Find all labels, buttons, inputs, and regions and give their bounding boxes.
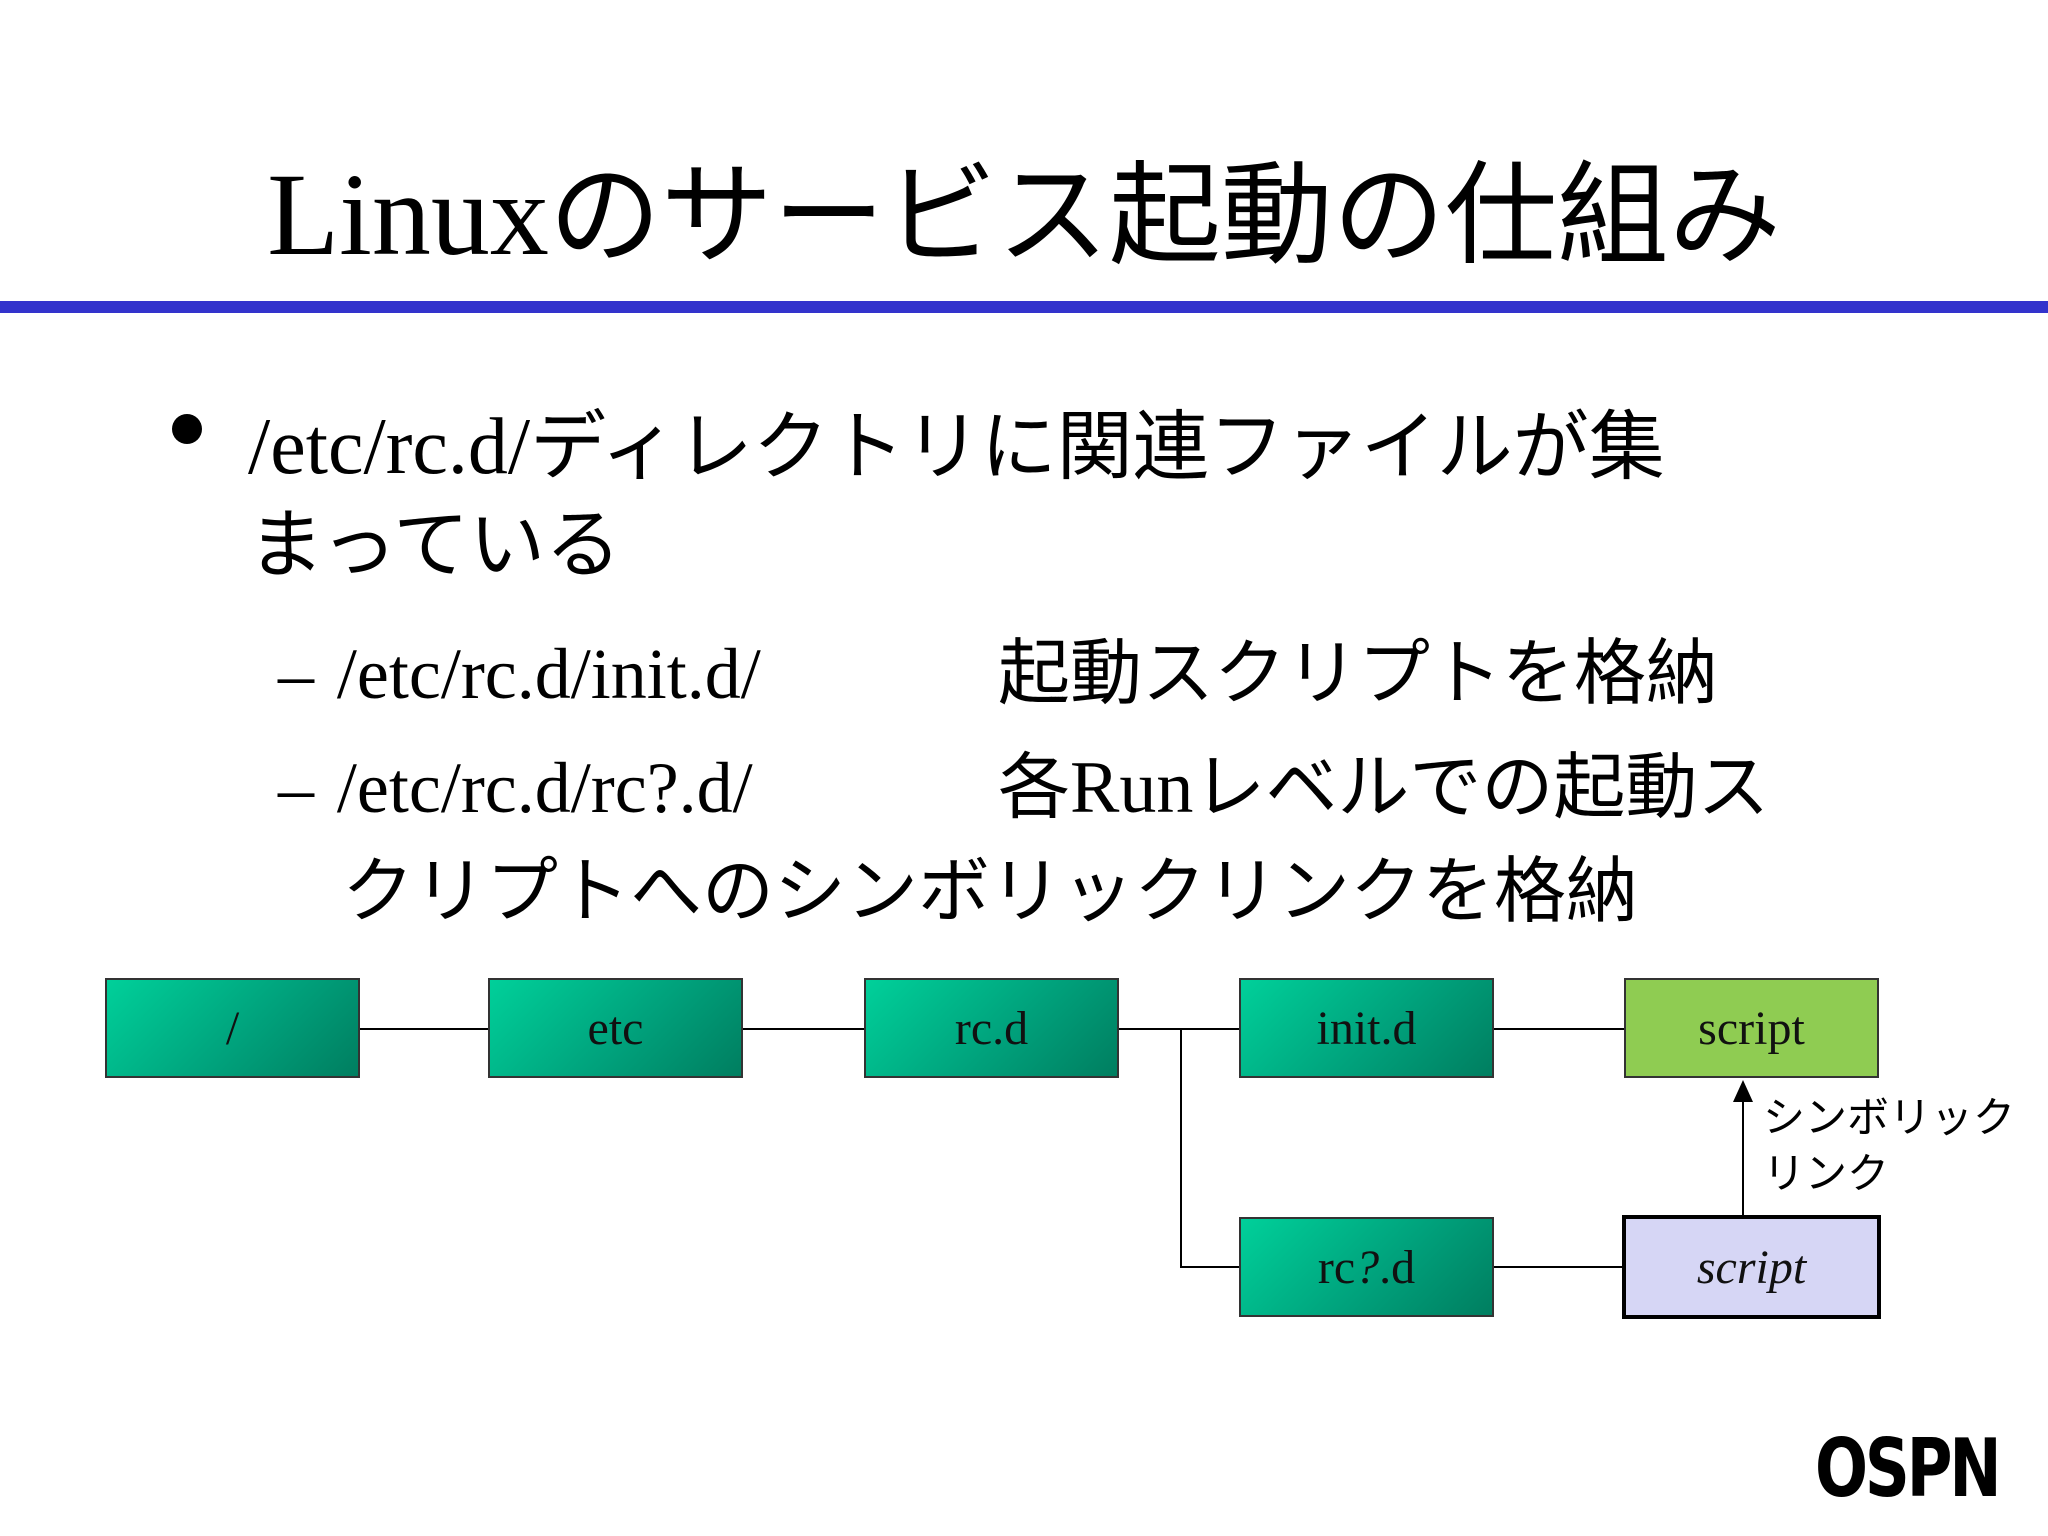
node-initd: init.d [1239,978,1494,1078]
node-script: script [1624,978,1879,1078]
bullet-line1-jp: ディレクトリに関連ファイルが集 [530,402,1665,491]
connector-rcd-initd [1119,1028,1239,1030]
title-divider [0,301,2048,313]
subitem-desc-jp: 各 [998,745,1071,829]
ospn-logo: OSPN [1815,1422,2002,1515]
connector-root-etc [360,1028,488,1030]
subitem-desc-jp: 起動スクリプトを格納 [998,631,1719,715]
subitem-rcqd: – /etc/rc.d/rc?.d/ 各Runレベルでの起動ス クリプトへのシン… [278,732,1769,933]
node-rcqd: rc?.d [1239,1217,1494,1317]
rcqd-suffix: .d [1379,1240,1416,1294]
bullet-marker [172,414,202,444]
bullet-line-1: /etc/rc.d/ディレクトリに関連ファイルが集 [248,398,1848,496]
node-link-script: script [1622,1215,1881,1319]
bullet-text: /etc/rc.d/ディレクトリに関連ファイルが集 まっている [248,398,1848,594]
title-japanese: のサービス起動の仕組み [548,151,1781,281]
subitem-description: 各Runレベルでの起動ス [998,732,1769,843]
bullet-path: /etc/rc.d/ [248,403,531,491]
subitem-description: 起動スクリプトを格納 [998,618,1718,728]
node-root: / [105,978,360,1078]
subitem-desc-latin: Run [1070,747,1194,829]
subitem-path: /etc/rc.d/rc?.d/ [336,748,753,828]
subitem-dash: – [278,634,314,714]
connector-branch-rcqd [1180,1266,1239,1268]
subitem-path: /etc/rc.d/init.d/ [336,634,761,714]
symlink-label: シンボリック リンク [1763,1090,2015,1202]
slide-title: Linuxのサービス起動の仕組み [0,149,2048,282]
connector-initd-script [1494,1028,1624,1030]
connector-etc-rcd [743,1028,864,1030]
node-rcd: rc.d [864,978,1119,1078]
subitem-desc-jp2: レベルでの起動ス [1193,745,1770,829]
subitem-continuation: クリプトへのシンボリックリンクを格納 [342,849,1639,933]
symlink-label-line2: リンク [1763,1149,1890,1198]
bullet-line-2: まっている [248,500,622,589]
connector-branch-vertical [1180,1028,1182,1268]
title-latin: Linux [267,149,549,280]
connector-rcqd-linkscript [1494,1266,1624,1268]
symlink-arrow-shaft [1742,1100,1744,1216]
node-etc: etc [488,978,743,1078]
symlink-arrow-head [1733,1080,1753,1102]
symlink-label-line1: シンボリック [1763,1093,2016,1142]
rcqd-prefix: rc [1317,1240,1356,1294]
subitem-initd: – /etc/rc.d/init.d/ 起動スクリプトを格納 [278,618,1718,729]
rcqd-wildcard: ? [1355,1240,1380,1294]
subitem-dash: – [278,748,314,828]
